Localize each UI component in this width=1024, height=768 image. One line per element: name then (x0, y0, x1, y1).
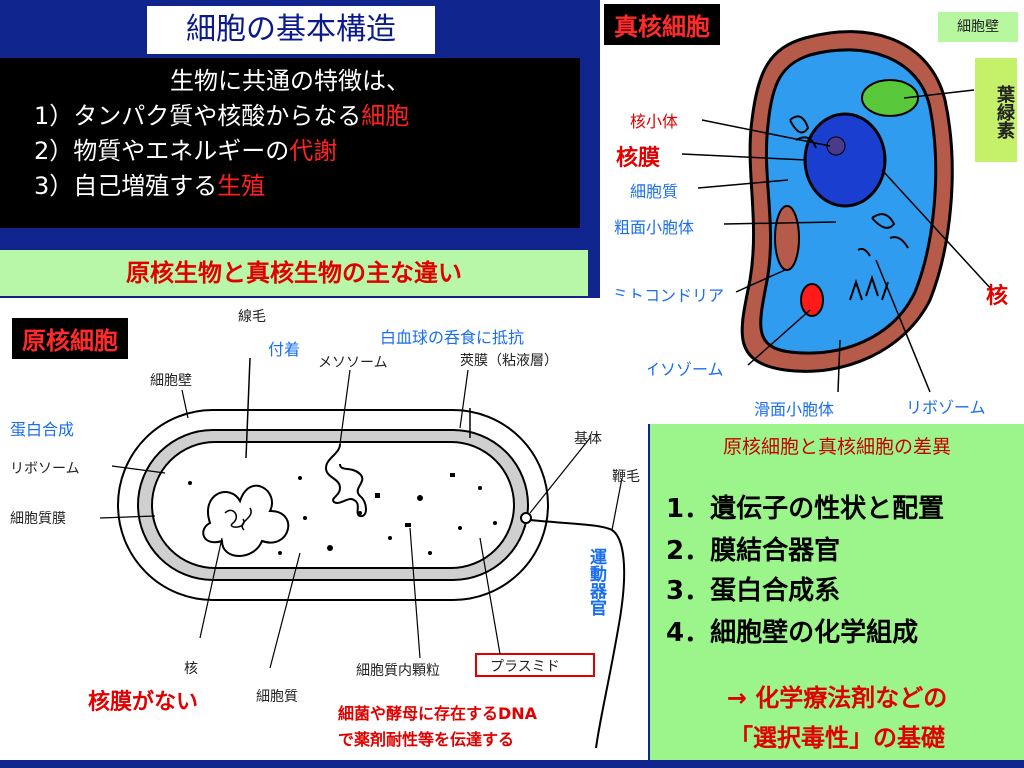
eukaryote-cell-diagram (681, 30, 993, 393)
conclusion-line-2: 「選択毒性」の基礎 (729, 724, 945, 752)
ribosome-dots (188, 473, 497, 555)
flagellum-shape (529, 519, 626, 749)
feature-item-3: 3）自己増殖する生殖 (34, 172, 266, 200)
euk-cytoplasm-label: 細胞質 (630, 182, 679, 201)
mesosome-shape (324, 443, 367, 518)
slide-title: 細胞の基本構造 (147, 6, 435, 54)
pro-ribosome-label: リボソーム (10, 461, 80, 477)
euk-rough-er-label: 粗面小胞体 (614, 218, 695, 237)
main-difference-banner: 原核生物と真核生物の主な違い (0, 250, 588, 296)
feature-item-2: 2）物質やエネルギーの代謝 (34, 137, 338, 165)
pro-membrane-label: 細胞質膜 (10, 511, 66, 527)
difference-item-3: 3．蛋白合成系 (666, 576, 841, 606)
pro-capsule-label: 莢膜（粘液層） (460, 353, 558, 369)
pro-granule-label: 細胞質内顆粒 (356, 663, 440, 679)
prokaryote-leader-lines (99, 369, 623, 669)
difference-item-1: 1．遺伝子の性状と配置 (666, 494, 945, 524)
membrane-shape (151, 441, 515, 569)
pro-motility-label: 運動器官 (586, 548, 606, 616)
eukaryote-label: 真核細胞 (604, 4, 720, 45)
pro-basal-body-label: 基体 (574, 431, 602, 447)
lysosome-shape (800, 283, 824, 317)
euk-smooth-er-label: 滑面小胞体 (754, 400, 835, 419)
pro-resist-label: 白血球の呑食に抵抗 (380, 328, 525, 347)
pilus-shape (245, 357, 471, 459)
euk-nucleus-label: 核 (986, 284, 1009, 309)
nucleoid-loops (224, 507, 252, 531)
pro-flagellum-label: 鞭毛 (612, 469, 640, 485)
nucleoid-shape (202, 484, 290, 557)
euk-chloroplast-label: 葉緑素 (975, 58, 1017, 162)
differences-panel (650, 424, 1024, 760)
pro-pilus-label: 線毛 (238, 309, 266, 325)
difference-item-2: 2．膜結合器官 (666, 536, 841, 566)
er-shapes (789, 115, 909, 257)
pro-cytoplasm-label: 細胞質 (256, 689, 298, 705)
prokaryote-label: 原核細胞 (12, 318, 128, 359)
euk-nuclear-membrane-label: 核膜 (616, 146, 661, 171)
conclusion-line-1: → 化学療法剤などの (726, 684, 948, 712)
difference-item-4: 4．細胞壁の化学組成 (666, 618, 919, 648)
euk-nucleolus-label: 核小体 (630, 112, 679, 131)
pro-plasmid-label: プラスミド (490, 659, 560, 675)
eukaryote-panel (600, 0, 1024, 424)
euk-cell-wall-label: 細胞壁 (938, 12, 1018, 42)
differences-title: 原核細胞と真核細胞の差異 (722, 436, 951, 458)
pro-plasmid-note-2: で薬剤耐性等を伝達する (338, 730, 515, 749)
feature-item-1: 1）タンパク質や核酸からなる細胞 (34, 102, 410, 130)
euk-lysosome-label: ライソゾーム (628, 360, 724, 379)
basal-body-shape (520, 512, 532, 524)
features-box: 生物に共通の特徴は、 1）タンパク質や核酸からなる細胞 2）物質やエネルギーの代… (0, 58, 580, 228)
prokaryote-cell-diagram (99, 357, 626, 749)
pro-no-membrane-label: 核膜がない (88, 690, 199, 715)
pro-protein-synth-label: 蛋白合成 (10, 420, 75, 439)
pro-cell-wall-label: 細胞壁 (150, 373, 192, 389)
pro-attachment-label: 付着 (268, 340, 301, 359)
plasmid-box (475, 653, 595, 677)
mitochondria-shape (774, 205, 800, 271)
prokaryote-panel (0, 298, 648, 760)
leader-lines (681, 89, 993, 393)
euk-ribosome-label: リボゾーム (906, 398, 986, 417)
features-intro: 生物に共通の特徴は、 (170, 67, 410, 95)
nucleus-shape (803, 112, 887, 208)
pro-nucleus-label: 核 (184, 661, 198, 677)
pro-mesosome-label: メソソーム (318, 355, 388, 371)
pro-plasmid-note-1: 細菌や酵母に存在するDNA (338, 704, 538, 723)
chloroplast-shape (861, 79, 919, 117)
